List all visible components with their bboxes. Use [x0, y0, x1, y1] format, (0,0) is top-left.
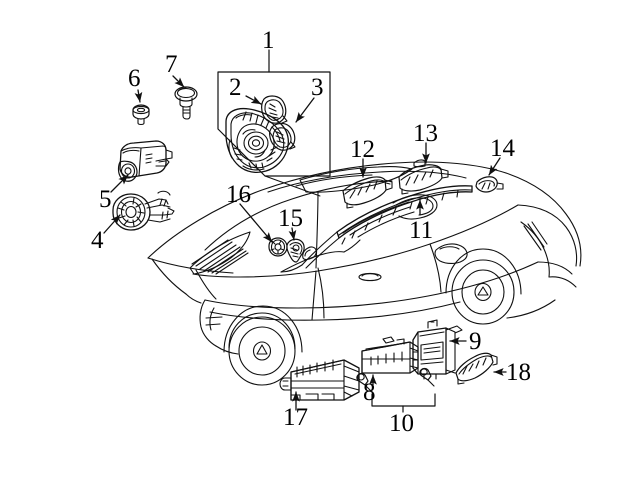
callout-label-5: 5 [99, 186, 112, 213]
front-wheel [451, 259, 515, 325]
curtain-head-airbag-rail [280, 185, 473, 273]
callout-label-18: 18 [506, 359, 531, 386]
airbag-switch-cover-right [269, 122, 296, 151]
rear-wheel [228, 312, 296, 386]
curtain-airbag-bracket-rear [342, 176, 393, 209]
knee-bolster-airbag-module [117, 140, 173, 182]
airbag-switch-cover-left [261, 95, 288, 124]
callout-label-12: 12 [350, 136, 375, 163]
callout-label-13: 13 [413, 120, 438, 147]
callout-label-10: 10 [389, 410, 414, 437]
side-impact-airbag-module [361, 336, 419, 374]
curtain-airbag-bracket-front [475, 176, 504, 193]
callout-label-8: 8 [363, 379, 376, 406]
airbag-mounting-bolt [174, 86, 198, 120]
airbag-mounting-bolt-pair [356, 367, 436, 413]
callout-label-11: 11 [409, 217, 434, 244]
callout-label-16: 16 [226, 181, 251, 208]
callout-label-3: 3 [311, 74, 324, 101]
airbag-control-module-srs-unit [279, 359, 360, 401]
clock-spring-contact-coil [112, 190, 175, 231]
callout-label-6: 6 [128, 65, 141, 92]
callout-label-17: 17 [283, 404, 308, 431]
airbag-wiring-harness [280, 239, 361, 273]
callout-leaders [103, 75, 507, 411]
callout-label-2: 2 [229, 74, 242, 101]
steering-wheel-airbag-inset [217, 49, 331, 197]
callout-label-4: 4 [91, 227, 104, 254]
callout-label-15: 15 [278, 205, 303, 232]
callout-label-7: 7 [165, 51, 178, 78]
airbag-impact-sensor-bracket [455, 352, 498, 385]
callout-label-14: 14 [490, 135, 515, 162]
steering-wheel-airbag-module [225, 107, 289, 173]
callout-label-1: 1 [262, 27, 275, 54]
callout-label-9: 9 [469, 328, 482, 355]
vehicle-body-outline [147, 161, 582, 386]
curtain-airbag-bracket-center [398, 159, 449, 195]
airbag-mounting-nut [132, 104, 150, 126]
side-impact-crash-sensor [286, 238, 305, 263]
